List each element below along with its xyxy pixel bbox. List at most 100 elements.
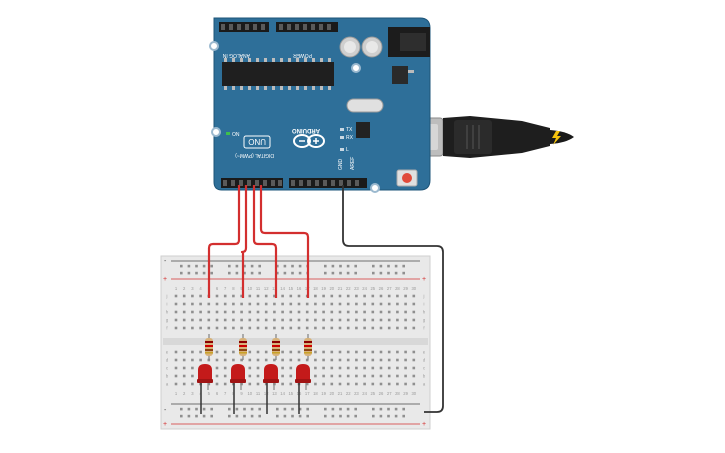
terminal-hole (199, 310, 202, 314)
terminal-hole (182, 326, 186, 330)
on-led-icon (226, 132, 230, 135)
terminal-hole (191, 302, 194, 306)
rail-hole (339, 264, 342, 268)
column-number: 27 (387, 286, 392, 291)
terminal-hole (330, 358, 334, 362)
terminal-hole (273, 302, 276, 306)
digital-label: DIGITAL (PWM~) (235, 152, 274, 158)
terminal-hole (248, 374, 252, 378)
leds[interactable] (197, 364, 311, 414)
rail-hole (228, 271, 231, 275)
terminal-hole (297, 294, 301, 298)
terminal-hole (215, 318, 219, 322)
rail-hole (180, 414, 183, 418)
terminal-hole (264, 302, 268, 306)
terminal-hole (191, 358, 194, 362)
terminal-hole (256, 358, 260, 362)
terminal-hole (289, 302, 293, 306)
rail-hole (387, 264, 390, 268)
terminal-hole (264, 358, 268, 362)
terminal-hole (387, 310, 391, 314)
terminal-hole (404, 326, 407, 330)
terminal-hole (289, 366, 293, 370)
terminal-hole (322, 310, 325, 314)
rail-hole (306, 414, 309, 418)
rail-hole (306, 407, 309, 411)
rail-hole (235, 414, 239, 418)
rail-hole (250, 407, 254, 411)
terminal-hole (338, 318, 342, 322)
arduino-uno-board[interactable]: ANALOG IN POWER (209, 17, 431, 193)
column-number: 17 (305, 391, 310, 396)
terminal-hole (346, 374, 350, 378)
terminal-hole (412, 326, 416, 330)
terminal-hole (223, 326, 227, 330)
terminal-hole (412, 358, 416, 362)
terminal-hole (256, 318, 260, 322)
terminal-hole (396, 374, 399, 378)
terminal-hole (248, 310, 252, 314)
terminal-hole (338, 382, 342, 386)
terminal-hole (232, 318, 235, 322)
rail-hole (187, 407, 191, 411)
terminal-hole (314, 358, 317, 362)
terminal-hole (256, 302, 260, 306)
column-number: 18 (313, 391, 318, 396)
terminal-hole (305, 326, 309, 330)
ground-wire[interactable] (342, 185, 444, 413)
terminal-hole (314, 350, 317, 354)
model-label: UNO (248, 137, 266, 146)
column-number: 18 (313, 286, 318, 291)
terminal-hole (240, 358, 243, 362)
rail-hole (402, 271, 405, 275)
terminal-hole (215, 294, 219, 298)
terminal-hole (314, 302, 317, 306)
terminal-hole (215, 302, 219, 306)
terminal-hole (182, 310, 186, 314)
column-number: 21 (338, 391, 343, 396)
column-number: 28 (395, 286, 400, 291)
rail-hole (235, 271, 239, 275)
rail-hole (354, 271, 357, 275)
terminal-hole (412, 374, 416, 378)
usb-symbol-icon (552, 131, 561, 145)
terminal-hole (232, 310, 235, 314)
terminal-hole (404, 350, 407, 354)
rail-hole (402, 264, 405, 268)
column-number: 22 (346, 391, 351, 396)
terminal-hole (322, 294, 325, 298)
terminal-hole (322, 374, 325, 378)
column-number: 14 (280, 286, 285, 291)
terminal-hole (223, 374, 227, 378)
terminal-hole (346, 326, 350, 330)
terminal-hole (232, 358, 235, 362)
terminal-hole (174, 318, 178, 322)
terminal-hole (404, 318, 407, 322)
terminal-hole (281, 310, 284, 314)
signal-wires[interactable] (207, 185, 310, 298)
center-channel (163, 338, 428, 345)
terminal-hole (174, 374, 178, 378)
terminal-hole (379, 374, 383, 378)
terminal-hole (305, 318, 309, 322)
wire-pin-5 (207, 185, 241, 298)
rail-hole (402, 414, 405, 418)
rail-hole (331, 407, 335, 411)
row-letter: j (166, 294, 168, 299)
wire-pin-2 (259, 185, 310, 298)
rail-hole (324, 264, 327, 268)
rail-hole (331, 264, 335, 268)
row-letter: c (166, 366, 168, 371)
resistor-2 (239, 334, 247, 360)
terminal-hole (248, 350, 252, 354)
terminal-hole (355, 310, 358, 314)
terminal-hole (322, 302, 325, 306)
terminal-hole (223, 382, 227, 386)
terminal-hole (363, 382, 366, 386)
resistors[interactable] (205, 334, 312, 360)
terminal-hole (314, 366, 317, 370)
rail-hole (346, 414, 350, 418)
terminal-hole (240, 318, 243, 322)
rail-hole (202, 264, 206, 268)
row-letter: d (166, 358, 169, 363)
